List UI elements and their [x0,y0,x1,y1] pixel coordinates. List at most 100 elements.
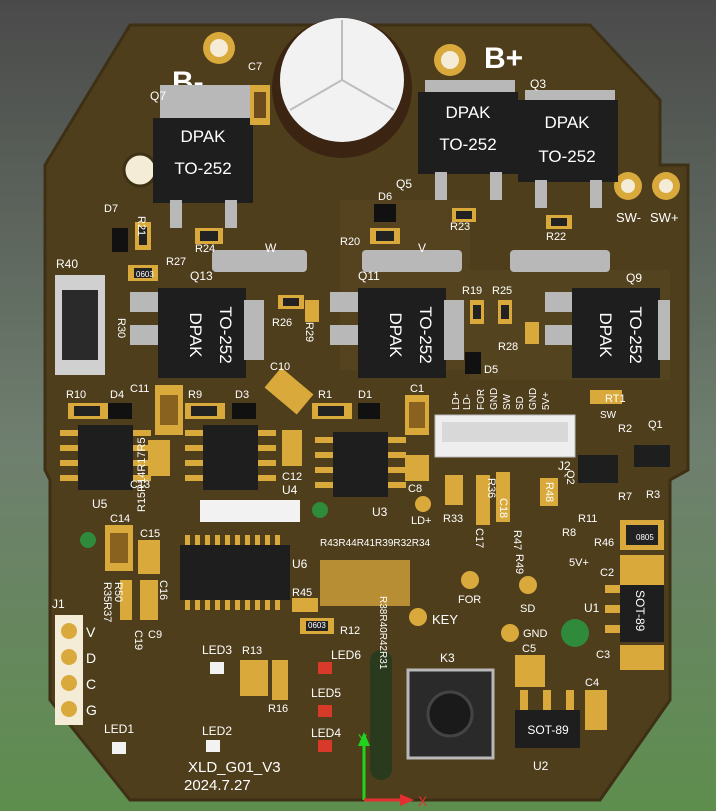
ref-led4: LED4 [311,726,341,740]
svg-text:R28: R28 [498,341,518,353]
via-hole [122,152,158,188]
svg-text:Q1: Q1 [648,419,663,431]
resistor-r40 [55,275,105,375]
svg-text:SD: SD [515,396,526,410]
ref-led5: LED5 [311,686,341,700]
svg-text:R50: R50 [112,582,124,602]
tp-key-label: KEY [432,612,458,627]
ref-led3: LED3 [202,643,232,657]
svg-text:R16: R16 [268,703,288,715]
heat-tab [212,250,307,272]
mosfet-q3: DPAK TO-252 [518,90,618,208]
led-components [112,662,332,754]
svg-text:R45: R45 [292,587,312,599]
svg-text:C5: C5 [522,643,536,655]
svg-text:C15: C15 [140,528,160,540]
svg-text:R19: R19 [462,285,482,297]
connector-pin-labels: LD+ LD- FOR GND SW SD GND 5V+ [451,388,552,410]
terminal-b-plus-label: B+ [484,42,523,75]
ref-u4: U4 [282,483,298,497]
svg-text:DPAK: DPAK [544,113,590,132]
svg-text:C11: C11 [130,383,149,395]
ref-u6: U6 [292,557,308,571]
svg-text:R48: R48 [543,482,555,502]
ref-q7: Q7 [150,89,166,103]
svg-text:R43R44R41R39R32R34: R43R44R41R39R32R34 [320,538,431,549]
ref-u2: U2 [533,759,549,773]
svg-text:D6: D6 [378,191,392,203]
svg-text:C12: C12 [282,471,302,483]
ic-u1: SOT-89 [605,580,664,642]
via-hole [561,619,589,647]
tp-5v-label: 5V+ [569,557,589,569]
svg-text:SW: SW [600,410,617,421]
connector-j2 [434,414,576,458]
sw-plus-label: SW+ [650,210,679,225]
ref-u5: U5 [92,497,108,511]
svg-text:C16: C16 [157,580,169,600]
axis-y-label: Y [358,731,368,747]
mosfet-q13: DPAK TO-252 [130,288,264,378]
header-j1 [55,615,83,725]
svg-text:R1: R1 [318,389,332,401]
ref-j2: J2 [558,459,571,473]
tp-ld-label: LD+ [411,515,432,527]
tp-sd-label: SD [520,603,535,615]
svg-text:TO-252: TO-252 [174,159,231,178]
svg-text:R22: R22 [546,231,566,243]
mosfet-q11: DPAK TO-252 [330,288,464,378]
mosfet-q5: DPAK TO-252 [418,80,518,200]
svg-text:R25: R25 [492,285,512,297]
j1-pin-v: V [86,624,96,640]
ref-led1: LED1 [104,722,134,736]
tp-gnd-label: GND [523,628,548,640]
heat-tab [362,250,462,272]
origin-axes: Y X [358,731,428,809]
smd-parts [68,85,670,730]
svg-text:R23: R23 [450,221,470,233]
svg-text:0603: 0603 [308,621,326,630]
svg-text:0805: 0805 [636,533,654,542]
svg-text:R35R37: R35R37 [101,582,113,622]
ic-u4 [185,425,276,490]
svg-text:C2: C2 [600,567,614,579]
svg-text:SOT-89: SOT-89 [633,590,647,632]
svg-text:GND: GND [528,388,539,410]
sw-minus-label: SW- [616,210,641,225]
svg-text:D4: D4 [110,389,124,401]
svg-text:R21: R21 [135,216,147,236]
svg-text:C17: C17 [473,528,485,548]
phase-w-label: W [265,241,277,255]
svg-text:C1: C1 [410,383,424,395]
svg-text:R8: R8 [562,527,576,539]
ref-q5: Q5 [396,177,412,191]
axis-x-label: X [418,793,428,809]
test-points [80,496,537,642]
svg-text:TO-252: TO-252 [216,306,235,363]
svg-text:D5: D5 [484,364,498,376]
svg-text:SOT-89: SOT-89 [527,723,569,737]
svg-text:R7: R7 [618,491,632,503]
svg-text:D3: D3 [235,389,249,401]
ref-led6: LED6 [331,648,361,662]
svg-text:R30: R30 [115,318,127,338]
svg-text:D1: D1 [358,389,372,401]
svg-text:C19: C19 [132,630,144,650]
svg-text:DPAK: DPAK [386,312,405,358]
ref-led2: LED2 [202,724,232,738]
svg-text:R46: R46 [594,537,614,549]
svg-text:C8: C8 [408,483,422,495]
svg-text:R24: R24 [195,243,215,255]
ref-q9: Q9 [626,271,642,285]
svg-text:R38R40R42R31: R38R40R42R31 [377,596,388,670]
svg-text:TO-252: TO-252 [416,306,435,363]
svg-text:C10: C10 [270,361,290,373]
j1-pin-c: C [86,676,96,692]
svg-text:R12: R12 [340,625,360,637]
svg-text:LD+: LD+ [451,391,462,410]
tactile-switch-k3[interactable] [406,668,495,760]
svg-text:R9: R9 [188,389,202,401]
svg-text:DPAK: DPAK [186,312,205,358]
svg-text:R10: R10 [66,389,86,401]
svg-text:DPAK: DPAK [596,312,615,358]
